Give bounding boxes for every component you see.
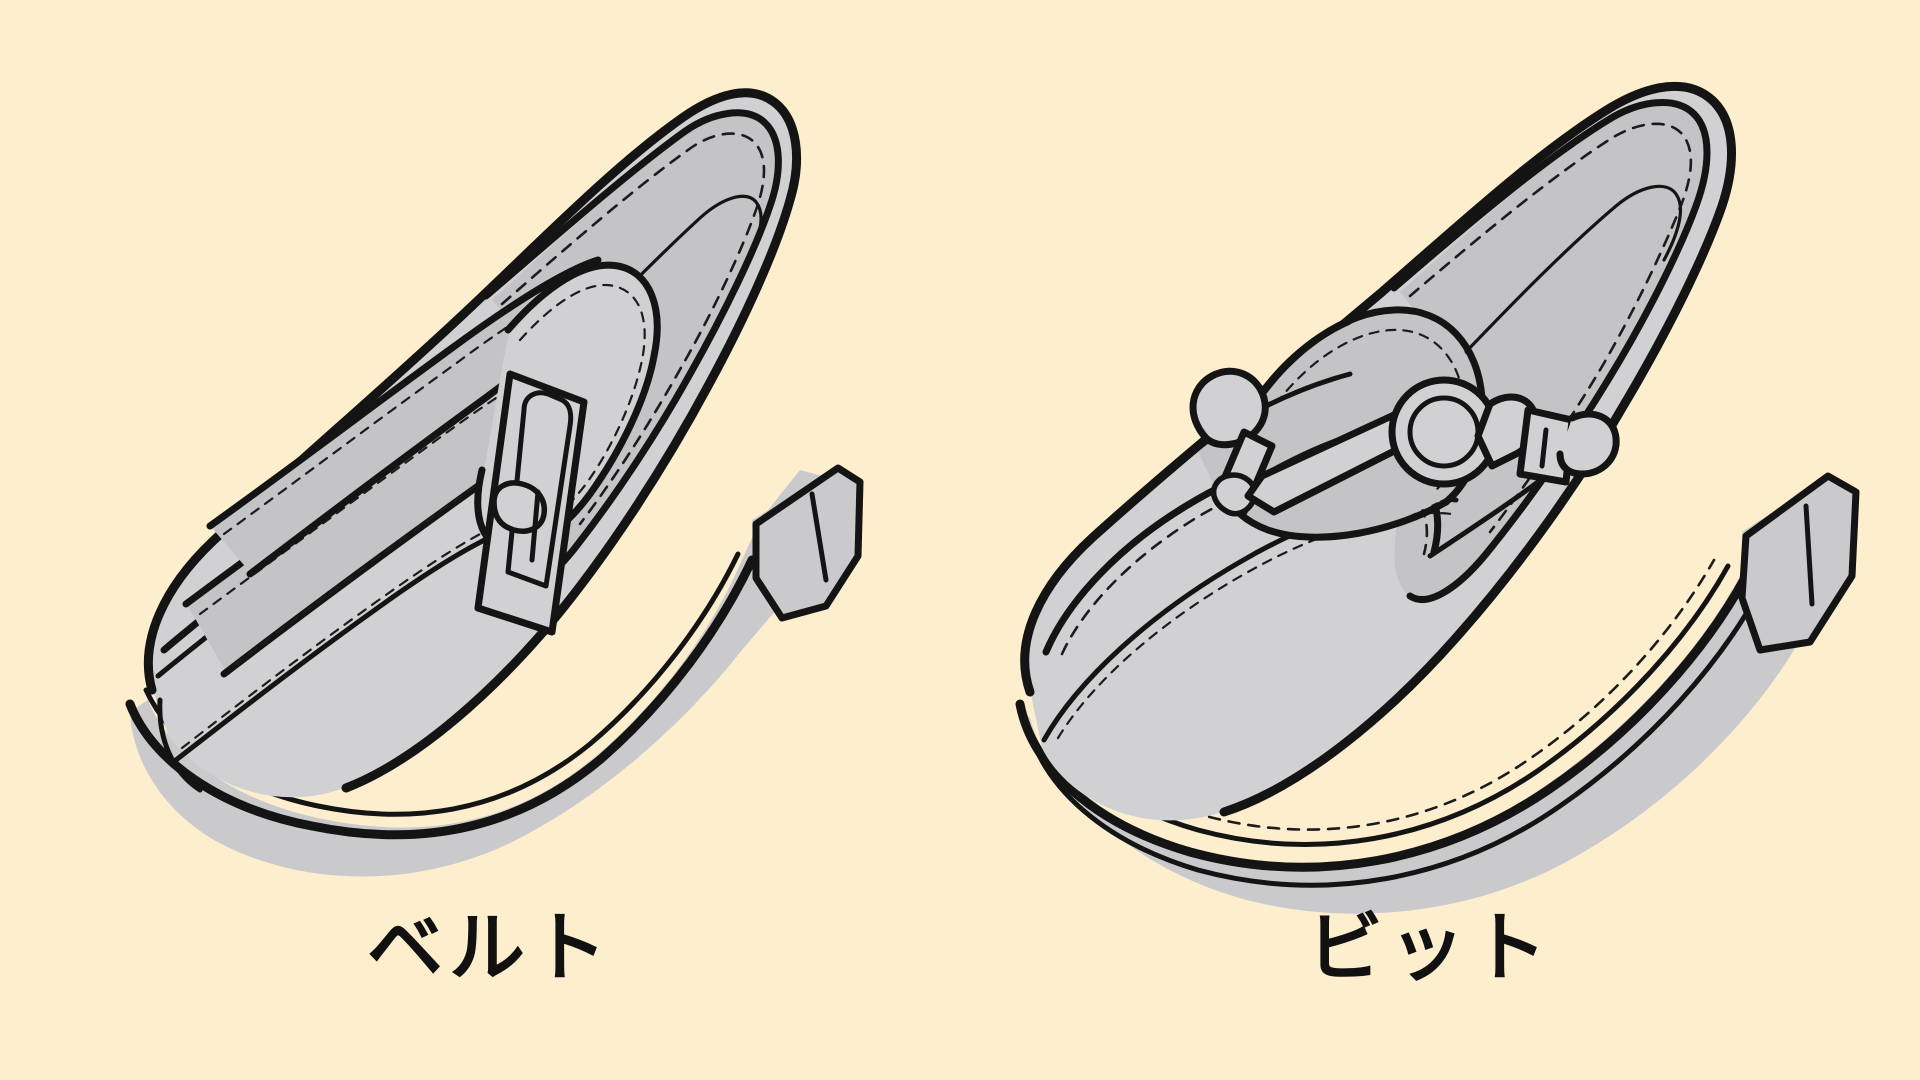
- left-shoe-label: ベルト: [367, 903, 613, 992]
- right-shoe-figure: [1015, 81, 1860, 914]
- left-shoe-figure: [125, 88, 864, 877]
- right-shoe-horsebit: [1189, 367, 1620, 517]
- left-shoe-buckle: [474, 370, 588, 636]
- right-shoe-heel: [1738, 472, 1860, 654]
- right-shoe-label: ビット: [1307, 903, 1553, 992]
- left-shoe-heel: [752, 464, 864, 622]
